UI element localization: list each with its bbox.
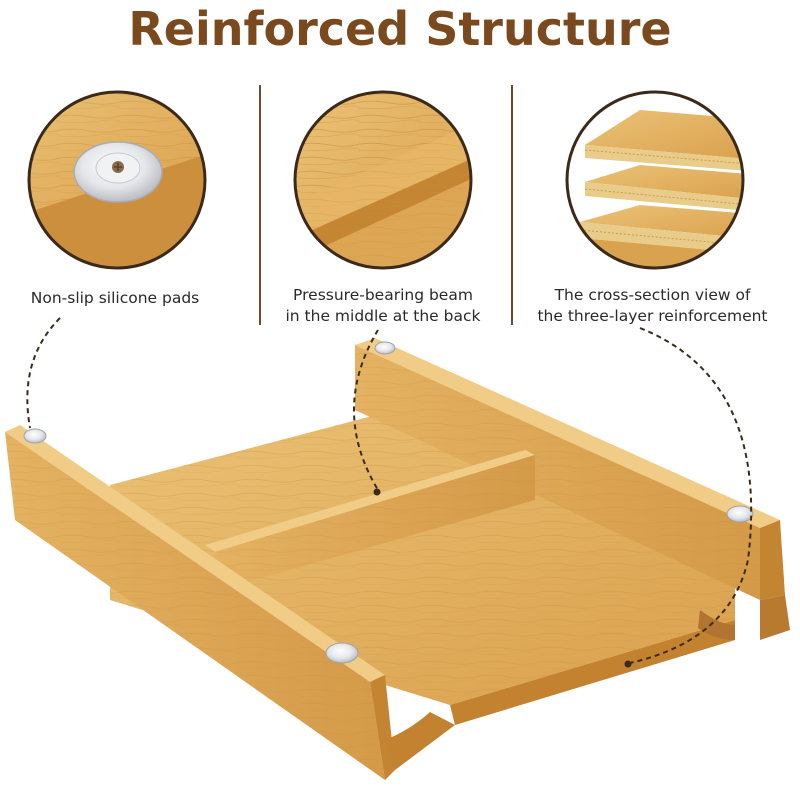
leader-dot-layers <box>624 660 632 668</box>
silicone-pad-closeup-icon <box>27 90 207 270</box>
caption-beam-line2: in the middle at the back <box>285 307 481 325</box>
leader-layers <box>629 327 753 664</box>
caption-beam-line1: Pressure-bearing beam <box>293 286 473 304</box>
divider-left <box>259 85 261 325</box>
silicone-pad-icon <box>374 341 396 355</box>
caption-silicone-pads: Non-slip silicone pads <box>5 288 225 309</box>
silicone-pad-icon <box>726 505 754 523</box>
caption-layers: The cross-section view of the three-laye… <box>515 285 790 327</box>
beam-closeup-icon <box>293 90 473 270</box>
divider-right <box>511 85 513 325</box>
caption-silicone-pads-text: Non-slip silicone pads <box>30 289 200 307</box>
leader-beam <box>353 329 379 491</box>
leader-silicone-pads <box>26 317 61 429</box>
caption-layers-line2: the three-layer reinforcement <box>537 307 768 325</box>
callout-leaders <box>26 317 753 664</box>
silicone-pad-icon <box>325 642 359 664</box>
silicone-pad-icon <box>23 428 47 444</box>
leader-dot-beam <box>373 488 381 496</box>
page-title: Reinforced Structure <box>128 2 672 56</box>
caption-beam: Pressure-bearing beam in the middle at t… <box>262 285 504 327</box>
caption-layers-line1: The cross-section view of <box>554 286 751 304</box>
layers-closeup-icon <box>565 90 745 270</box>
bamboo-organizer-product <box>5 338 790 780</box>
